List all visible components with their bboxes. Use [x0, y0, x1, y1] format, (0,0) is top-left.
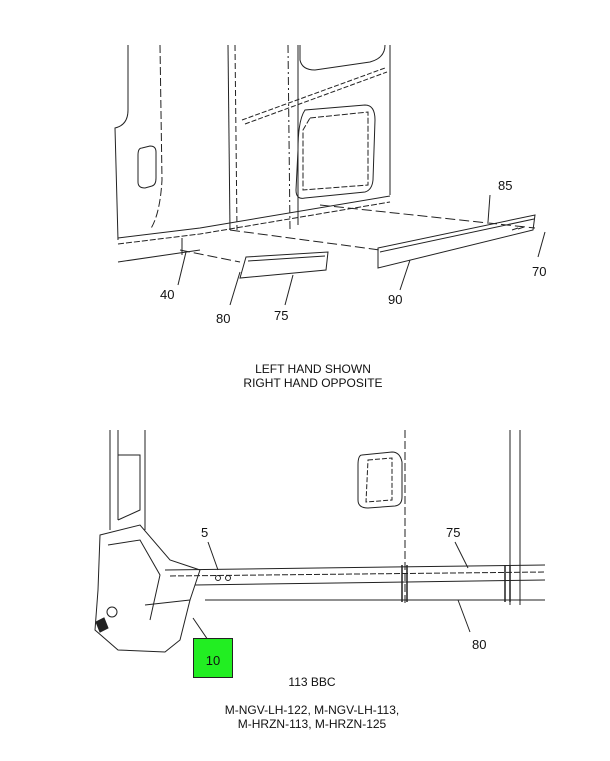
models-line-2: M-HRZN-113, M-HRZN-125	[237, 717, 387, 731]
part-90-85-top	[377, 214, 536, 269]
callout-10-highlighted[interactable]: 10	[193, 638, 233, 678]
callout-75-bottom[interactable]: 75	[446, 525, 461, 540]
top-cab-drawing	[114, 44, 536, 263]
model-label: 113 BBC	[288, 675, 336, 689]
models-line-1: M-NGV-LH-122, M-NGV-LH-113,	[224, 703, 400, 717]
part-10-corner	[94, 524, 201, 653]
callout-40[interactable]: 40	[160, 287, 175, 302]
part-75-top	[239, 251, 329, 279]
callout-80[interactable]: 80	[216, 311, 231, 326]
caption-right-hand: RIGHT HAND OPPOSITE	[243, 376, 383, 390]
caption-left-hand: LEFT HAND SHOWN	[255, 362, 371, 376]
leader-lines-bottom	[192, 541, 471, 641]
callout-90[interactable]: 90	[388, 292, 403, 307]
leader-lines-top	[177, 194, 546, 306]
callout-70[interactable]: 70	[532, 264, 547, 279]
callout-5[interactable]: 5	[201, 525, 209, 540]
callout-80-bottom[interactable]: 80	[472, 637, 487, 652]
bottom-cab-drawing	[109, 430, 546, 605]
callout-85[interactable]: 85	[498, 178, 513, 193]
callout-75[interactable]: 75	[274, 308, 289, 323]
